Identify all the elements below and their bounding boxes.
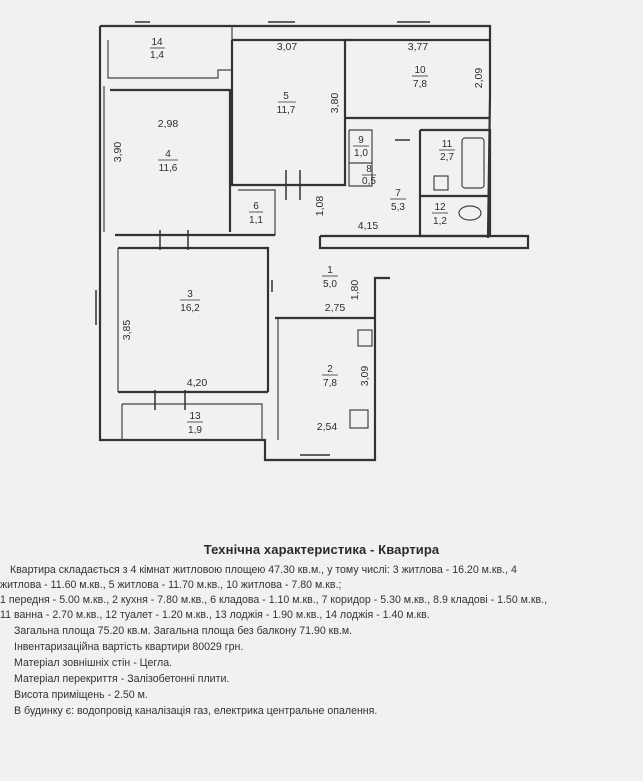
svg-text:1: 1 [327, 265, 333, 276]
svg-text:11: 11 [442, 139, 453, 150]
room-14-label: 14 1,4 [150, 37, 165, 61]
svg-text:6: 6 [253, 201, 259, 212]
dimension-label: 2,09 [473, 68, 485, 89]
room-6-label: 6 1,1 [249, 201, 263, 226]
room-4-label: 4 11,6 [158, 149, 178, 174]
walls [95, 21, 530, 462]
svg-text:0,5: 0,5 [362, 176, 376, 187]
spec-line: Матеріал зовнішніх стін - Цегла. [14, 657, 173, 669]
svg-text:1,0: 1,0 [354, 148, 368, 159]
room-12-label: 12 1,2 [432, 202, 448, 227]
spec-line: Загальна площа 75.20 кв.м. Загальна площ… [14, 625, 353, 637]
room-10-label: 10 7,8 [412, 65, 428, 90]
spec-line: житлова - 11.60 м.кв., 5 житлова - 11.70… [0, 579, 342, 591]
spec-line: Матеріал перекриття - Залізобетонні плит… [14, 673, 230, 685]
svg-text:7,8: 7,8 [323, 378, 337, 389]
specs-title: Технічна характеристика - Квартира [203, 542, 440, 557]
room-5-label: 5 11,7 [277, 91, 296, 116]
room-7-label: 7 5,3 [390, 188, 406, 213]
dimension-label: 2,98 [158, 118, 179, 130]
svg-text:1,9: 1,9 [188, 425, 202, 436]
room-11-label: 11 2,7 [439, 139, 455, 163]
dimension-label: 3,77 [408, 41, 429, 53]
dimension-label: 4,15 [358, 220, 379, 232]
room-2-label: 2 7,8 [322, 364, 338, 389]
dimension-label: 3,07 [277, 41, 298, 53]
svg-text:1,2: 1,2 [433, 216, 447, 227]
room-13-label: 13 1,9 [187, 411, 203, 436]
spec-line: В будинку є: водопровід каналізація газ,… [14, 705, 378, 717]
svg-text:9: 9 [358, 135, 364, 146]
svg-text:11,7: 11,7 [277, 105, 296, 116]
room-9-label: 9 1,0 [353, 135, 369, 159]
svg-text:7,8: 7,8 [413, 79, 427, 90]
spec-line: 11 ванна - 2.70 м.кв., 12 туалет - 1.20 … [0, 609, 430, 621]
spec-line: Квартира складається з 4 кімнат житловою… [10, 564, 517, 576]
svg-text:7: 7 [395, 188, 401, 199]
svg-text:8: 8 [366, 164, 372, 175]
svg-text:5: 5 [283, 91, 289, 102]
spec-line: 1 передня - 5.00 м.кв., 2 кухня - 7.80 м… [0, 594, 548, 606]
dimension-label: 1,80 [349, 280, 361, 301]
room-labels: 14 1,4 5 11,7 10 7,8 4 11,6 9 1,0 8 0,5 [150, 37, 455, 436]
svg-text:11,6: 11,6 [159, 163, 178, 174]
spec-line: Інвентаризаційна вартість квартири 80029… [14, 641, 244, 653]
dimension-label: 1,08 [314, 196, 326, 217]
dimension-label: 2,75 [325, 302, 346, 314]
dimension-label: 3,09 [359, 366, 371, 387]
svg-text:16,2: 16,2 [180, 303, 200, 314]
svg-text:4: 4 [165, 149, 171, 160]
svg-text:10: 10 [414, 65, 426, 76]
room-1-label: 1 5,0 [322, 265, 338, 290]
spec-line: Висота приміщень - 2.50 м. [14, 689, 148, 701]
dimension-label: 3,90 [112, 142, 124, 163]
svg-text:1,4: 1,4 [150, 50, 164, 61]
dimension-label: 3,80 [329, 93, 341, 114]
svg-text:2,7: 2,7 [440, 152, 454, 163]
svg-text:13: 13 [189, 411, 201, 422]
svg-text:3: 3 [187, 289, 193, 300]
room-8-label: 8 0,5 [362, 164, 376, 187]
svg-text:2: 2 [327, 364, 333, 375]
svg-text:14: 14 [151, 37, 163, 48]
svg-text:5,0: 5,0 [323, 279, 337, 290]
svg-text:12: 12 [434, 202, 446, 213]
room-3-label: 3 16,2 [180, 289, 200, 314]
dimension-label: 4,20 [187, 377, 208, 389]
svg-text:1,1: 1,1 [249, 215, 263, 226]
dimension-labels: 3,07 3,77 2,09 3,80 2,98 3,90 1,08 4,15 … [112, 41, 485, 433]
dimension-label: 2,54 [317, 421, 338, 433]
dimension-label: 3,85 [121, 320, 133, 341]
svg-text:5,3: 5,3 [391, 202, 405, 213]
floor-plan: 14 1,4 5 11,7 10 7,8 4 11,6 9 1,0 8 0,5 [95, 21, 530, 462]
